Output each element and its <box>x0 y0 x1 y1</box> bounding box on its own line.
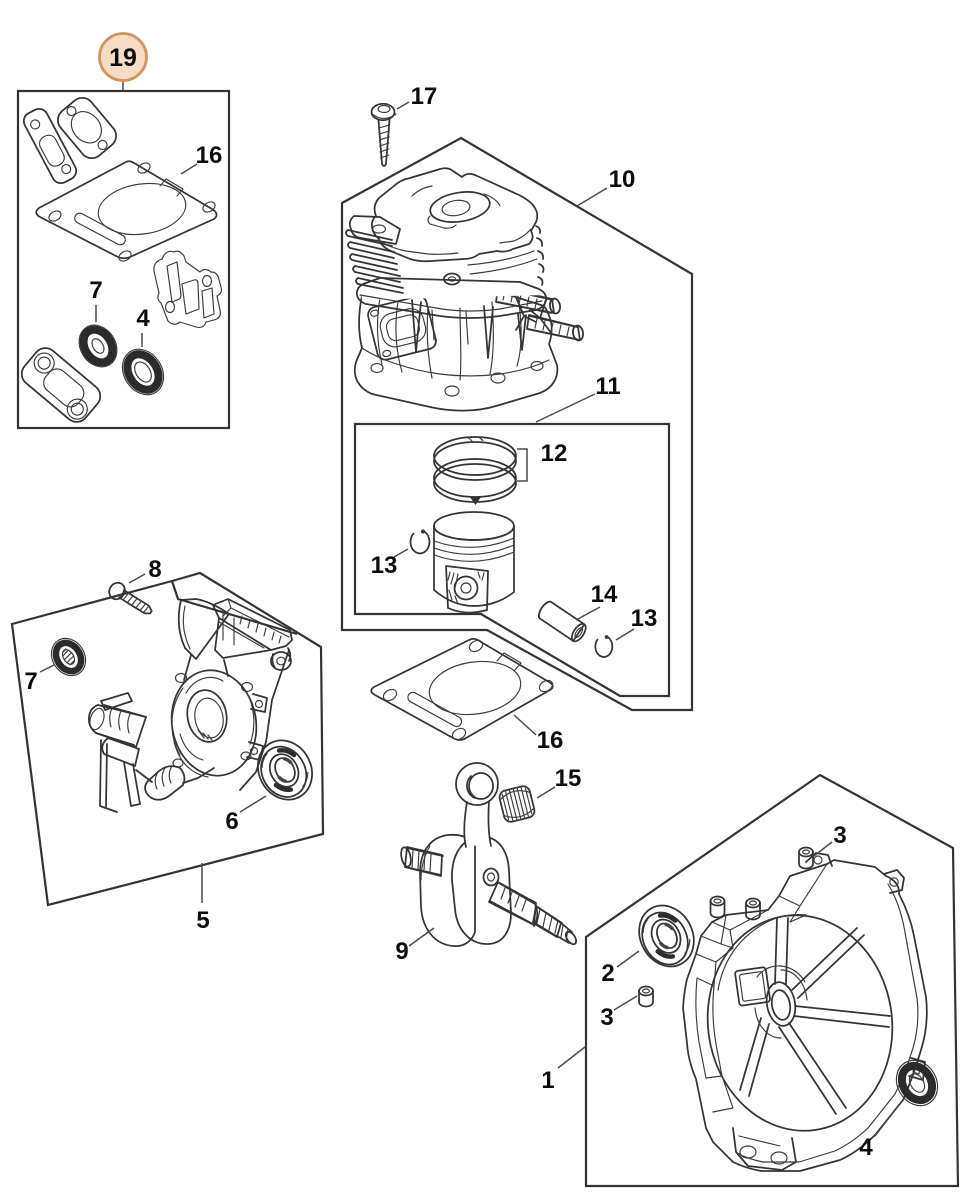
svg-text:13: 13 <box>371 552 398 579</box>
svg-text:3: 3 <box>833 822 846 849</box>
svg-text:13: 13 <box>631 605 658 632</box>
svg-text:19: 19 <box>109 44 137 72</box>
svg-text:2: 2 <box>601 960 614 987</box>
svg-text:5: 5 <box>196 907 209 934</box>
svg-text:16: 16 <box>196 142 223 169</box>
svg-text:7: 7 <box>89 277 102 304</box>
svg-text:8: 8 <box>148 556 161 583</box>
svg-text:17: 17 <box>411 83 438 110</box>
svg-text:11: 11 <box>595 373 620 400</box>
svg-text:4: 4 <box>859 1134 873 1161</box>
svg-text:10: 10 <box>609 166 636 193</box>
svg-text:12: 12 <box>541 440 568 467</box>
svg-text:4: 4 <box>136 305 150 332</box>
svg-text:14: 14 <box>591 581 618 608</box>
svg-text:15: 15 <box>555 765 582 792</box>
svg-text:7: 7 <box>24 668 37 695</box>
svg-text:6: 6 <box>225 808 238 835</box>
svg-text:1: 1 <box>541 1067 554 1094</box>
svg-text:16: 16 <box>537 727 564 754</box>
svg-text:9: 9 <box>395 938 408 965</box>
svg-text:3: 3 <box>600 1004 613 1031</box>
